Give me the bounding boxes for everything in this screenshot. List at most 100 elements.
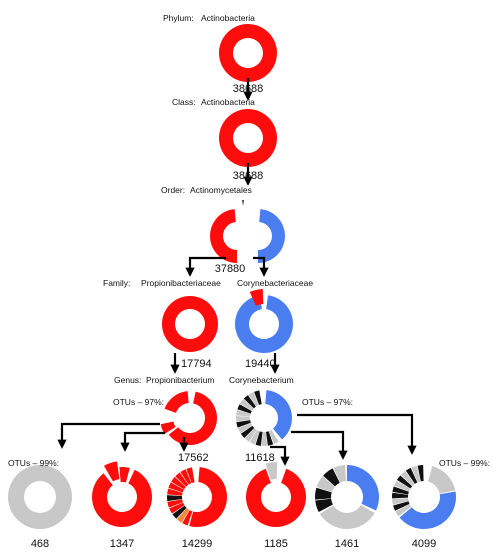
donut-layer	[8, 24, 456, 529]
phylum-donut	[219, 24, 277, 82]
otu-14299-donut-seg-6	[167, 488, 183, 496]
genus-label: Genus:	[114, 375, 141, 385]
otu-1461-donut-blue	[347, 465, 379, 511]
family-left-name: Propionibacteriaceae	[141, 278, 221, 288]
class-label: Class:	[172, 97, 196, 107]
genus-right-donut-seg-2	[261, 431, 268, 447]
otu-14299-donut-seg-0	[182, 510, 193, 526]
arrow-otu-1347	[120, 431, 165, 452]
otu-1185-donut-slice	[265, 462, 278, 480]
otu-count-468: 468	[31, 538, 49, 550]
genus-left-count: 17562	[178, 452, 209, 464]
family-right-name: Corynebacteriaceae	[237, 278, 313, 288]
otu-1461-donut-seg-3	[323, 468, 340, 487]
otu-1461-donut-grey	[319, 505, 375, 529]
family-right-donut-blue	[235, 295, 294, 353]
otu-1461-donut-seg-4	[333, 465, 347, 483]
family-left-donut	[162, 296, 218, 352]
arrow-otu-1185	[270, 445, 290, 466]
otu-count-1347: 1347	[110, 538, 134, 550]
otu-14299-donut-seg-3	[169, 502, 185, 514]
genus-right-donut-seg-6	[240, 425, 255, 438]
otu-4099-donut-seg-6	[396, 475, 413, 489]
otu-count-1461: 1461	[335, 538, 359, 550]
otu-14299-donut-seg-8	[171, 476, 186, 490]
class-count: 38688	[233, 170, 264, 182]
otu-468-donut	[8, 465, 72, 529]
genus-right-donut-seg-14	[248, 392, 259, 407]
genus-right-donut-seg-5	[244, 428, 257, 442]
class-name: Actinobacteria	[201, 97, 255, 107]
otu-14299-donut-seg-2	[172, 505, 187, 519]
arrow-order-family-right	[253, 256, 269, 277]
genus-left-donut-upper	[164, 391, 189, 413]
genus-right-donut-seg-9	[236, 416, 251, 422]
phylum-label: Phylum:	[163, 13, 194, 23]
otu-4099-donut-seg-0	[395, 504, 412, 517]
order-donut-red	[209, 209, 237, 263]
family-label: Family:	[103, 278, 130, 288]
family-right-donut-red	[249, 289, 264, 306]
otu-4099-donut-seg-10	[417, 465, 424, 482]
otu99-right-label: OTUs – 99%:	[439, 458, 490, 468]
otu97-left-label: OTUs – 97%:	[113, 397, 164, 407]
genus-right-donut-seg-11	[237, 404, 252, 414]
otu-count-14299: 14299	[182, 538, 213, 550]
otu-4099-donut-seg-9	[411, 465, 421, 483]
genus-right-count: 11618	[245, 452, 275, 464]
genus-left-donut-main	[168, 391, 217, 445]
otu-4099-donut-seg-3	[392, 492, 409, 499]
order-donut-blue	[258, 209, 286, 263]
otu-4099-donut-seg-1	[393, 501, 410, 511]
otu-4099-donut-seg-4	[392, 486, 409, 495]
otu-14299-donut-seg-4	[167, 499, 183, 508]
genus-right-donut-seg-1	[265, 431, 274, 446]
otu-4099-donut-seg-2	[392, 498, 409, 505]
otu-4099-donut-seg-7	[400, 471, 415, 486]
arrow-otu-4099	[297, 413, 417, 455]
otu-4099-donut-grey-a	[428, 466, 456, 494]
genus-right-donut-blue	[265, 390, 293, 440]
otu-1185-donut-main	[246, 468, 307, 527]
otu97-right-label: OTUs – 97%:	[302, 397, 353, 407]
otu-4099-donut-seg-5	[394, 480, 411, 492]
phylum-count: 38688	[233, 83, 264, 95]
phylum-name: Actinobacteria	[201, 13, 255, 23]
genus-right-donut-seg-3	[255, 431, 263, 446]
genus-right-donut-seg-12	[239, 399, 254, 411]
arrow-otu-468	[57, 422, 160, 449]
arrows	[57, 78, 417, 466]
genus-right-donut-seg-7	[237, 423, 253, 434]
class-donut	[219, 109, 277, 167]
otu-4099-donut-seg-8	[405, 467, 418, 484]
otu-14299-donut-seg-10	[180, 469, 192, 485]
genus-left-donut-slice	[160, 421, 176, 434]
order-count: 37880	[215, 263, 246, 275]
otu-1461-donut-seg-1	[315, 487, 332, 500]
order-donut-dark	[242, 200, 244, 206]
genus-right-name: Corynebacterium	[229, 375, 294, 385]
otu-1461-donut-seg-0	[315, 498, 333, 513]
arrow-order-family-left	[185, 256, 226, 277]
genus-right-donut-seg-0	[268, 429, 279, 445]
family-right-count: 19440	[245, 358, 276, 370]
genus-right-donut-seg-4	[249, 430, 260, 445]
otu-count-1185: 1185	[264, 538, 288, 550]
genus-right-donut-seg-8	[236, 420, 251, 428]
otu-14299-donut-main	[189, 467, 228, 528]
otu-4099-donut-blue	[399, 491, 456, 529]
family-left-count: 17794	[181, 358, 212, 370]
otu-1347-donut-slice-b	[119, 467, 130, 483]
genus-left-name: Propionibacterium	[146, 375, 215, 385]
otu-14299-donut-seg-7	[168, 482, 184, 493]
otu-1347-donut-slice-a	[104, 461, 120, 482]
genus-right-donut-seg-15	[254, 390, 262, 405]
otu-1461-donut-seg-2	[316, 476, 335, 492]
genus-right-donut-seg-13	[243, 395, 256, 409]
order-label: Order:	[161, 185, 185, 195]
otu-14299-donut-seg-9	[175, 472, 189, 487]
otu-14299-donut-seg-5	[167, 495, 183, 502]
otu-1347-donut-main	[92, 469, 152, 527]
otu-14299-donut-seg-1	[176, 508, 190, 523]
